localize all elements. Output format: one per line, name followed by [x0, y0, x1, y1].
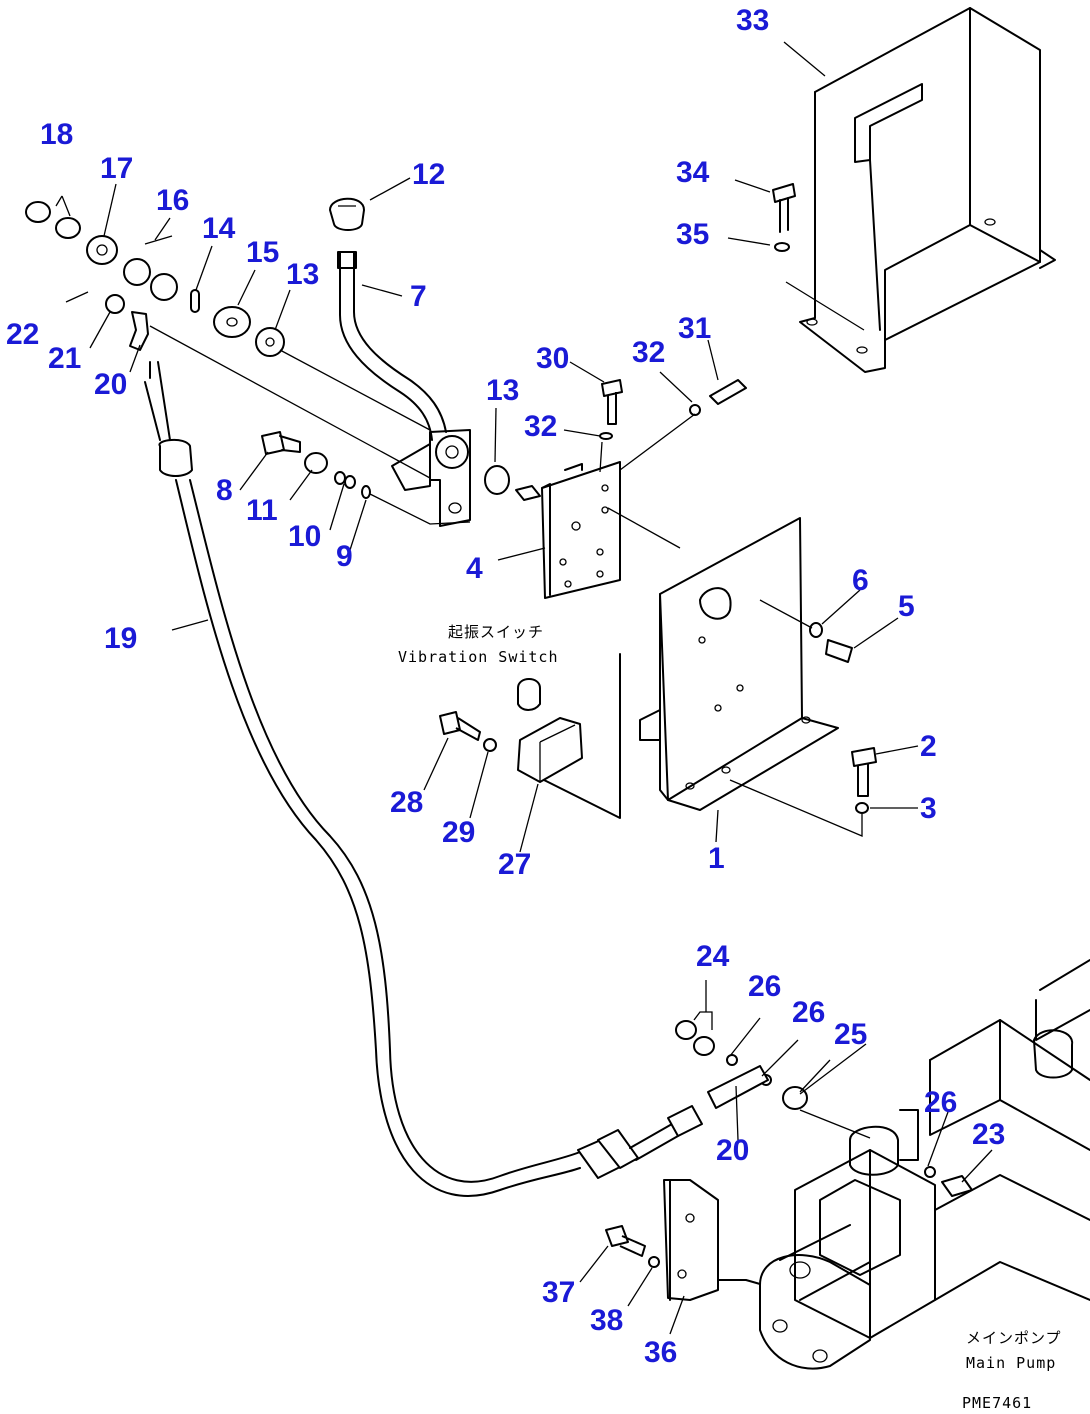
main-pump-label-jp: メインポンプ: [966, 1329, 1062, 1347]
callout-8: 8: [216, 474, 233, 507]
callout-1: 1: [708, 842, 725, 875]
washer-part-29: [483, 738, 497, 752]
bracket-part-4: [541, 461, 621, 599]
callout-25: 25: [834, 1018, 867, 1051]
callout-27: 27: [498, 848, 531, 881]
switch-part-27: [517, 717, 583, 783]
bolt-part-31: [709, 379, 747, 405]
callout-18: 18: [40, 118, 73, 151]
washer-part-13-lower: [484, 465, 510, 495]
callout-38: 38: [590, 1304, 623, 1337]
washer-part-38: [648, 1256, 660, 1268]
washer-part-32-right: [689, 404, 701, 416]
callout-24: 24: [696, 940, 730, 973]
bolt-part-34: [772, 183, 796, 233]
rod-end-part-20-lower: [707, 1065, 769, 1109]
callout-23: 23: [972, 1118, 1005, 1151]
cable-part-19: [144, 361, 703, 1197]
bolt-part-5: [825, 639, 853, 663]
nut-part-18: [25, 201, 81, 239]
nut-part-21: [105, 294, 125, 314]
callout-15: 15: [246, 236, 279, 269]
callout-33: 33: [736, 4, 769, 37]
vibration-switch-label-en: Vibration Switch: [398, 648, 559, 666]
callout-5: 5: [898, 590, 915, 623]
callout-10: 10: [288, 520, 321, 553]
callout-36: 36: [644, 1336, 677, 1369]
washer-part-35: [774, 242, 790, 252]
callout-28: 28: [390, 786, 423, 819]
bolt-part-2: [851, 747, 877, 797]
knob-part-12: [329, 197, 365, 231]
callout-30: 30: [536, 342, 569, 375]
callouts: 1 2 3 4 5 6 7 8 9 10 11 12 13 13 14 15 1…: [6, 4, 1005, 1369]
bolt-part-8: [261, 431, 301, 455]
bolt-part-23: [941, 1175, 973, 1197]
cover-part-33: [799, 7, 1056, 373]
washer-part-15: [213, 306, 251, 338]
callout-32-upper: 32: [632, 336, 665, 369]
washer-part-9: [361, 485, 371, 499]
bolt-part-37: [605, 1225, 646, 1257]
bolt-part-28: [439, 711, 481, 741]
switch-cap: [517, 678, 541, 711]
nut-part-24: [675, 1020, 715, 1056]
pin-part-14: [190, 289, 200, 313]
callout-3: 3: [920, 792, 937, 825]
callout-13-lower: 13: [486, 374, 519, 407]
callout-20-upper: 20: [94, 368, 127, 401]
bracket-part-1: [639, 517, 839, 811]
washer-part-32-left: [599, 432, 613, 440]
callout-16: 16: [156, 184, 189, 217]
callout-6: 6: [852, 564, 869, 597]
callout-21: 21: [48, 342, 81, 375]
callout-7: 7: [410, 280, 427, 313]
callout-22: 22: [6, 318, 39, 351]
callout-20-lower: 20: [716, 1134, 749, 1167]
washer-part-10: [334, 471, 356, 489]
leader-lines: [89, 41, 993, 1335]
vibration-switch-label-jp: 起振スイッチ: [448, 623, 544, 641]
callout-9: 9: [336, 540, 353, 573]
callout-13-upper: 13: [286, 258, 319, 291]
callout-17: 17: [100, 152, 133, 185]
washer-part-26-right: [924, 1166, 936, 1178]
callout-31: 31: [678, 312, 711, 345]
callout-2: 2: [920, 730, 937, 763]
washer-part-17: [86, 235, 118, 265]
bolt-near-bracket-4: [515, 485, 541, 501]
bracket-part-36: [663, 1179, 761, 1301]
nut-part-25: [782, 1086, 808, 1110]
callout-19: 19: [104, 622, 137, 655]
drawing-code: PME7461: [962, 1394, 1032, 1412]
nut-part-11: [304, 452, 328, 474]
callout-12: 12: [412, 158, 445, 191]
main-pump-label-en: Main Pump: [966, 1354, 1056, 1372]
washer-part-13-upper: [255, 327, 285, 357]
spacer-part-16: [123, 258, 178, 301]
callout-14: 14: [202, 212, 236, 245]
bolt-part-30: [601, 379, 623, 425]
rod-end-part-20-upper: [129, 311, 149, 351]
callout-26-left: 26: [748, 970, 781, 1003]
callout-35: 35: [676, 218, 709, 251]
callout-11: 11: [246, 494, 278, 527]
washer-part-6: [809, 622, 823, 638]
washer-part-26-left: [726, 1054, 738, 1066]
callout-26-right: 26: [924, 1086, 957, 1119]
callout-4: 4: [466, 552, 483, 585]
callout-32-lower: 32: [524, 410, 557, 443]
callout-37: 37: [542, 1276, 575, 1309]
main-pump: [759, 959, 1090, 1370]
callout-34: 34: [676, 156, 710, 189]
washer-part-3: [855, 802, 869, 814]
callout-29: 29: [442, 816, 475, 849]
lever-part-7: [337, 251, 471, 527]
callout-26-mid: 26: [792, 996, 825, 1029]
